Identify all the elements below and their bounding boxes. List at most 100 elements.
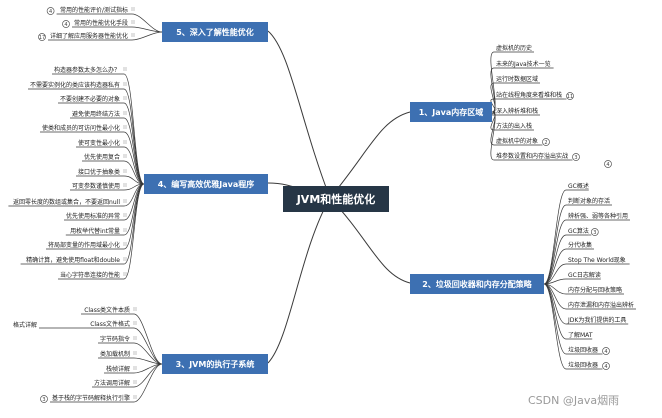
leaf-label: 详细了解应用服务器性能优化	[50, 32, 128, 40]
note-icon	[123, 111, 127, 115]
leaf-label: 方法调用详解	[94, 379, 130, 387]
leaf-node[interactable]: 了解MAT	[568, 331, 593, 339]
leaf-node[interactable]: 不需要实例化的类应该构造器私有	[30, 81, 127, 89]
count-badge[interactable]	[62, 20, 70, 28]
leaf-node[interactable]: 未来的Java技术一览	[496, 60, 551, 68]
note-icon	[123, 154, 127, 158]
count-badge[interactable]	[590, 228, 599, 236]
leaf-node[interactable]: 优先使用标准的异常	[66, 212, 127, 220]
leaf-lines	[8, 13, 636, 403]
leaf-label: 优先使用复合	[84, 153, 120, 161]
count-badge-label: 3	[593, 230, 596, 236]
note-icon	[123, 140, 127, 144]
leaf-label: 优先使用标准的异常	[66, 212, 120, 220]
leaf-node[interactable]: 内存泄漏和内存溢出辨析	[568, 301, 634, 309]
count-badge[interactable]	[602, 347, 610, 355]
count-badge-label: 2	[544, 140, 547, 146]
leaf-node[interactable]: 不要创建不必要的对象	[60, 95, 127, 103]
center-node[interactable]: JVM和性能优化	[283, 186, 389, 212]
leaf-node[interactable]: 运行时数据区域	[496, 75, 538, 83]
leaf-node[interactable]: 当心字符串连接的性能	[60, 271, 127, 279]
leaf-node[interactable]: 内存分配与回收策略	[568, 286, 622, 294]
leaf-node[interactable]: 将局部变量的作用域最小化	[48, 241, 127, 249]
leaf-node[interactable]: 类加载机制	[100, 350, 137, 358]
note-icon	[133, 336, 137, 340]
leaf-label: 虚拟机的历史	[496, 44, 532, 52]
topic-label: 1、Java内存区域	[419, 107, 484, 117]
note-icon	[133, 395, 137, 399]
leaf-node[interactable]: 深入辨析堆和栈	[496, 107, 538, 115]
leaf-label: 了解MAT	[568, 331, 593, 339]
leaf-node[interactable]: GC概述	[568, 182, 589, 190]
leaf-label: 方法的出入栈	[496, 122, 532, 130]
leaf-label: 使可变性最小化	[78, 139, 120, 147]
topic-efficient-java[interactable]: 4、编写高效优雅Java程序	[144, 174, 268, 194]
leaf-node[interactable]: 辨析强、弱等各种引用	[568, 212, 628, 220]
leaf-node[interactable]: 返回零长度的数组或集合，不要返回null	[13, 198, 127, 206]
leaf-node[interactable]: JDK为我们提供的工具	[567, 316, 626, 324]
leaf-node[interactable]: 构造器参数太多怎么办？	[54, 66, 127, 74]
leaf-node[interactable]: 字节码指令	[100, 335, 137, 343]
note-icon	[133, 366, 137, 370]
leaf-label: 判断对象的存活	[568, 197, 610, 205]
leaf-node[interactable]: 使可变性最小化	[78, 139, 127, 147]
leaf-node[interactable]: Class类文件本质	[84, 306, 137, 314]
note-icon	[123, 169, 127, 173]
count-badge[interactable]	[572, 153, 580, 161]
count-badge[interactable]: 4	[604, 160, 612, 169]
count-badge-label: 4	[49, 9, 52, 15]
leaf-node[interactable]: Stop The World现象	[568, 256, 626, 264]
note-icon	[131, 33, 135, 37]
topic-java-memory[interactable]: 1、Java内存区域	[410, 102, 492, 122]
leaf-node[interactable]: 虚拟机的历史	[496, 44, 532, 52]
count-badge[interactable]	[602, 362, 610, 370]
leaf-node[interactable]: 优先使用复合	[84, 153, 127, 161]
sub-leaf-label: 格式详解	[13, 321, 37, 329]
count-badge-label: 4	[64, 22, 67, 28]
leaf-node[interactable]: 可变参数谨慎使用	[72, 182, 127, 190]
count-badge-label: 4	[604, 364, 607, 370]
leaf-label: 当心字符串连接的性能	[60, 271, 120, 279]
leaf-node[interactable]: 避免使用终结方法	[72, 110, 127, 118]
count-badge[interactable]	[566, 92, 574, 100]
leaf-node[interactable]: 方法调用详解	[94, 379, 137, 387]
leaf-node[interactable]: 用枚举代替int常量	[70, 227, 127, 235]
leaf-node[interactable]: 栈帧详解	[106, 365, 137, 373]
leaf-label: 可变参数谨慎使用	[72, 182, 120, 190]
count-badge[interactable]	[542, 138, 550, 146]
leaf-node[interactable]: 分代收集	[568, 241, 592, 249]
leaf-label: Class类文件本质	[84, 306, 130, 314]
note-icon	[123, 213, 127, 217]
count-badge[interactable]	[46, 7, 55, 15]
leaf-node[interactable]: 精确计算，避免使用float和double	[26, 256, 127, 264]
leaf-node[interactable]: 方法的出入栈	[496, 122, 532, 130]
topic-gc[interactable]: 2、垃圾回收器和内存分配策略	[410, 274, 544, 294]
topic-label: 4、编写高效优雅Java程序	[158, 179, 255, 189]
watermark: CSDN @Java烟雨	[528, 393, 619, 407]
leaf-node[interactable]: 接口优于抽象类	[78, 168, 127, 176]
count-badge[interactable]	[38, 33, 46, 41]
leaf-node[interactable]: GC日志解读	[568, 271, 601, 279]
leaf-label: GC日志解读	[568, 271, 601, 279]
leaf-node[interactable]: 判断对象的存活	[568, 197, 610, 205]
leaf-node[interactable]: 使类和成员的可访问性最小化	[42, 124, 127, 132]
topic-perf[interactable]: 5、深入了解性能优化	[162, 22, 268, 42]
count-badge[interactable]	[40, 395, 48, 403]
leaf-label: 不要创建不必要的对象	[60, 95, 120, 103]
topic-jvm-exec[interactable]: 3、JVM的执行子系统	[162, 354, 268, 374]
leaf-label: 使类和成员的可访问性最小化	[42, 124, 120, 132]
note-icon	[123, 67, 127, 71]
